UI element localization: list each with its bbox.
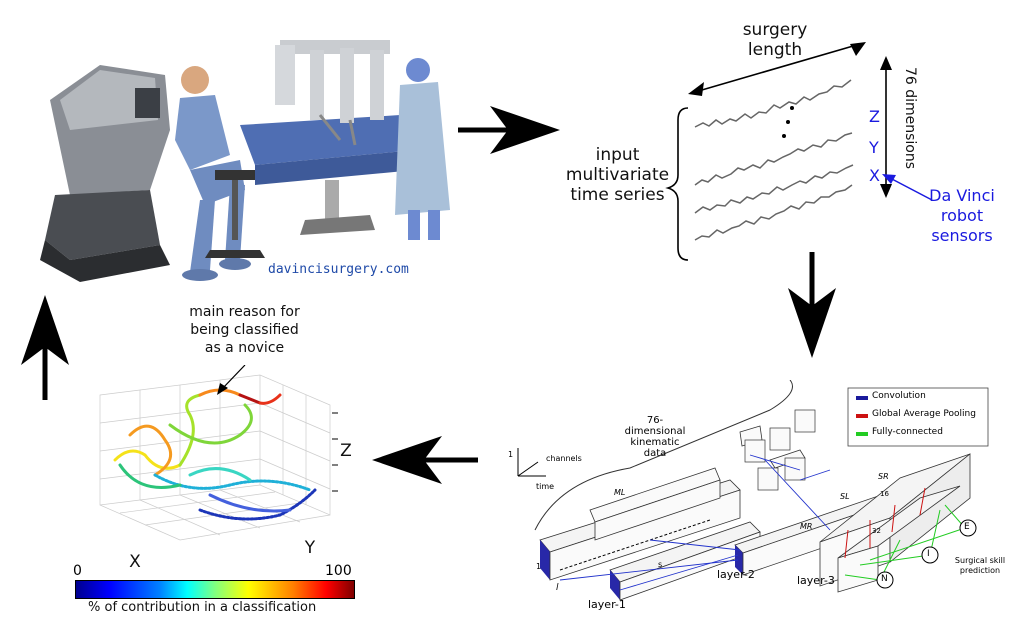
network-diagram (517, 380, 989, 601)
legend-conv: Convolution (872, 391, 926, 401)
surgery-length-arrow (688, 42, 866, 96)
arrow-left (372, 436, 478, 484)
axis-x: X (129, 552, 141, 572)
axis-indicator (517, 448, 546, 477)
colorbar-label: % of contribution in a classification (88, 600, 317, 615)
block-mr: MR (800, 522, 813, 531)
layer3-size: 16 (880, 490, 889, 498)
conv-lines (559, 454, 831, 591)
output-label: Surgical skill prediction (954, 556, 1006, 575)
layer1-height: 1 (536, 562, 542, 571)
fc-lines (844, 504, 966, 581)
block-sr: SR (878, 472, 889, 481)
arrow-up (21, 295, 69, 400)
trajectory (113, 388, 317, 521)
class-nodes (876, 519, 977, 589)
gap-block (837, 485, 961, 593)
sensor-label: Da Vinci robot sensors (929, 186, 995, 245)
class-i: I (927, 549, 930, 559)
arrow-right (458, 106, 560, 154)
channel-x: X (869, 166, 880, 185)
block-ml: ML (614, 488, 626, 497)
input-series-label: input multivariate time series (565, 145, 670, 205)
time-series-panel (665, 42, 933, 261)
photo-credit: davincisurgery.com (268, 262, 409, 277)
series-brace (665, 107, 689, 261)
surgery-length-label: surgery length (742, 20, 808, 60)
trajectory-plot (99, 365, 338, 541)
block-sl: SL (840, 492, 850, 501)
sensor-arrow (882, 174, 933, 201)
layer-3-label: layer-3 (797, 574, 835, 587)
annotation-arrow (221, 365, 246, 390)
axis-y: Y (304, 538, 316, 558)
axis-time-label: time (536, 482, 555, 491)
dimensions-arrow (880, 56, 892, 198)
legend-gap: Global Average Pooling (872, 409, 976, 419)
input-label: 76-dimensional kinematic data (624, 415, 686, 459)
input-brace (534, 380, 793, 531)
colorbar-max: 100 (325, 563, 352, 579)
colorbar-min: 0 (73, 563, 82, 579)
legend-fc: Fully-connected (872, 427, 943, 437)
mini-cubes (744, 409, 816, 491)
class-e: E (964, 522, 970, 532)
class-n: N (881, 574, 888, 584)
arrow-down (788, 252, 836, 358)
axis-y-label: 1 (508, 450, 514, 459)
davinci-photo (40, 20, 460, 290)
grid (99, 374, 331, 541)
layer-2-label: layer-2 (717, 568, 755, 581)
novice-annotation: main reason for being classified as a no… (189, 304, 300, 356)
series-lines (694, 79, 854, 241)
layer1-width: l (556, 583, 559, 593)
gap-lines (844, 487, 926, 559)
axis-z: Z (340, 441, 352, 461)
dimensions-label: 76 dimensions (902, 66, 918, 170)
colorbar (75, 580, 355, 599)
upper-blocks (589, 425, 806, 541)
layer-1-label: layer-1 (588, 598, 626, 611)
legend-box (847, 387, 989, 447)
ellipsis-dots (782, 106, 794, 138)
axis-channels-label: channels (546, 454, 582, 463)
z-ticks (332, 412, 338, 492)
channel-z: Z (869, 107, 880, 126)
channel-y: Y (869, 138, 879, 157)
stride-label: s (658, 560, 663, 569)
gap-size: 32 (872, 527, 881, 535)
